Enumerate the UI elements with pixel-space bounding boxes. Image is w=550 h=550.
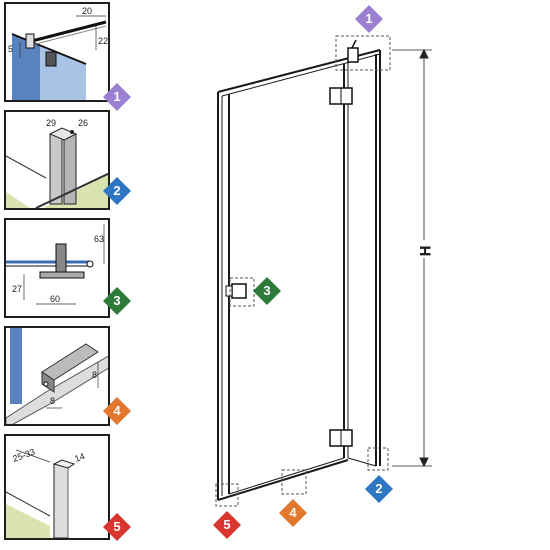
badge-3: 3 xyxy=(102,286,132,316)
door-handle xyxy=(225,283,247,299)
callout-box-4 xyxy=(281,469,307,495)
hinge-top xyxy=(329,87,353,105)
detail-3-drawing: 63 27 60 xyxy=(6,224,105,305)
height-label: H xyxy=(417,246,433,256)
hinge-bottom xyxy=(329,429,353,447)
detail-2-drawing: 29 26 xyxy=(6,118,108,208)
detail-4-dim-right: 8 xyxy=(92,370,97,380)
detail-panel-1: 20 5 22 xyxy=(4,2,110,102)
callout-box-1 xyxy=(335,35,391,71)
detail-5-dim-left: 25-33 xyxy=(11,447,36,464)
main-badge-1: 1 xyxy=(354,4,384,34)
callout-box-5 xyxy=(215,483,239,507)
detail-5-dim-right: 14 xyxy=(73,451,86,464)
detail-1-drawing: 20 5 22 xyxy=(8,6,108,100)
callout-box-3 xyxy=(229,277,255,307)
detail-5-drawing: 25-33 14 xyxy=(6,447,86,538)
top-bracket xyxy=(347,39,359,63)
main-badge-2: 2 xyxy=(364,474,394,504)
badge-5: 5 xyxy=(102,512,132,542)
main-badge-4: 4 xyxy=(278,498,308,528)
detail-panel-2: 29 26 xyxy=(4,110,110,210)
badge-1: 1 xyxy=(102,82,132,112)
detail-4-drawing: 8 8 xyxy=(6,328,108,424)
door-frame xyxy=(217,49,381,501)
detail-1-dim-top: 20 xyxy=(82,6,92,16)
callout-box-2 xyxy=(367,447,389,471)
detail-1-dim-right: 22 xyxy=(98,36,108,46)
badge-4: 4 xyxy=(102,396,132,426)
height-dimension: H xyxy=(392,48,434,468)
detail-3-dim-left: 27 xyxy=(12,284,22,294)
main-badge-5: 5 xyxy=(212,510,242,540)
detail-4-dim-bottom: 8 xyxy=(50,396,55,406)
detail-3-dim-bottom: 60 xyxy=(50,294,60,304)
detail-1-dim-left: 5 xyxy=(8,44,13,54)
detail-panel-5: 25-33 14 xyxy=(4,434,110,540)
badge-2: 2 xyxy=(102,176,132,206)
detail-2-dim-a: 29 xyxy=(46,118,56,128)
detail-2-dim-b: 26 xyxy=(78,118,88,128)
main-badge-3: 3 xyxy=(252,276,282,306)
detail-panel-3: 63 27 60 xyxy=(4,218,110,318)
detail-panel-4: 8 8 xyxy=(4,326,110,426)
detail-3-dim-vertical: 63 xyxy=(94,234,104,244)
